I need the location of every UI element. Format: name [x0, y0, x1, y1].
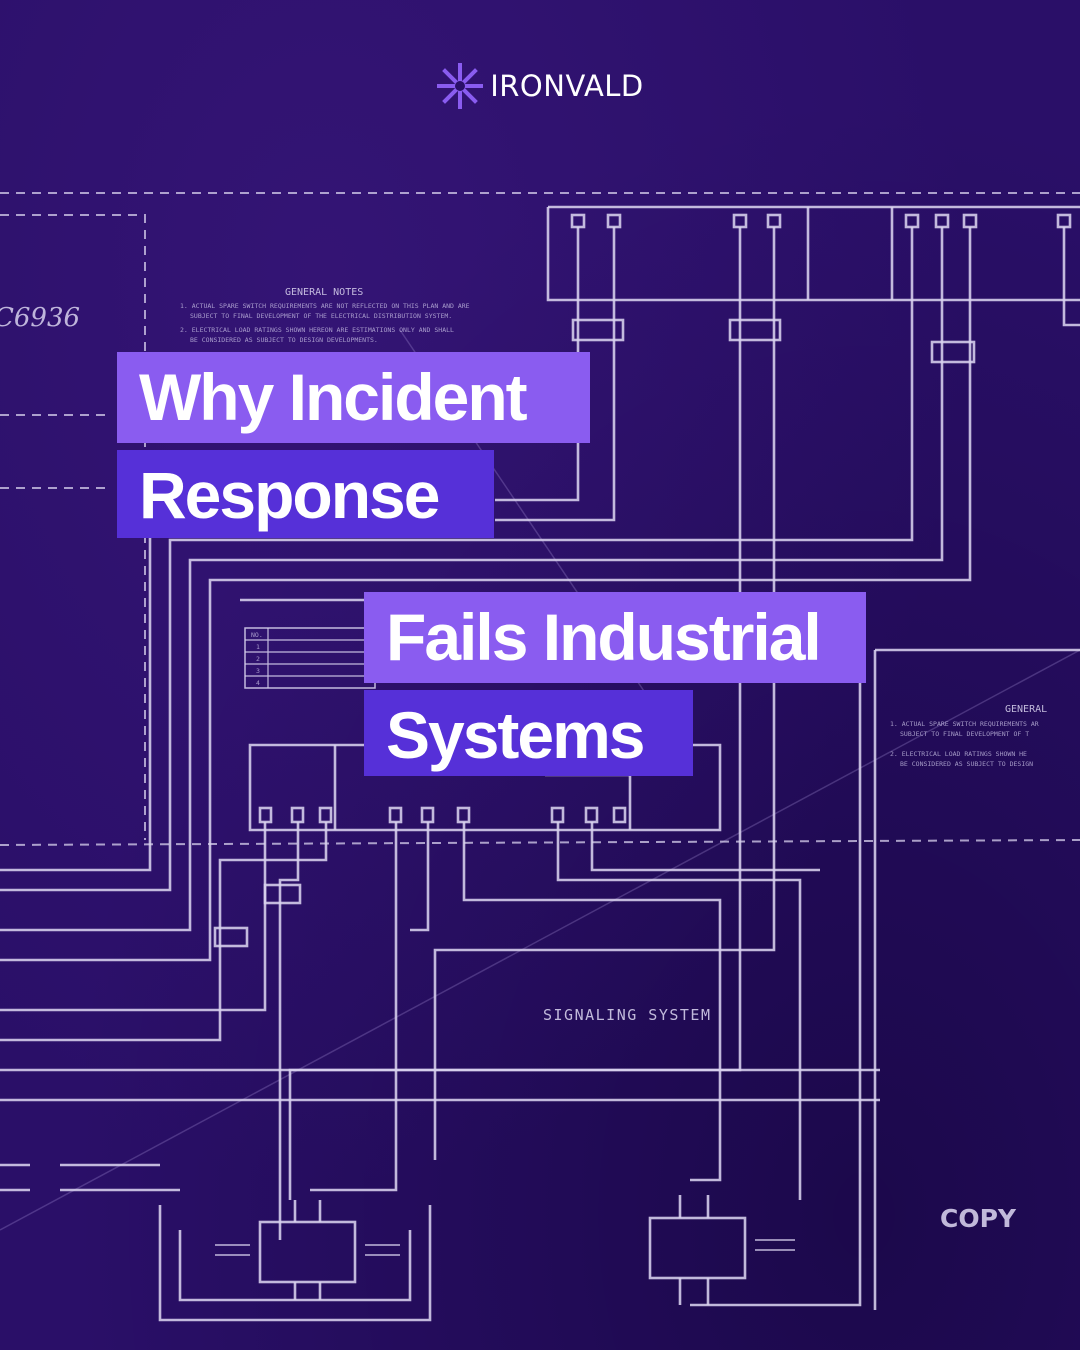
notes-title-right: GENERAL: [1005, 704, 1047, 715]
breaker: [571, 318, 625, 342]
headline-line-3: Fails Industrial: [364, 592, 866, 683]
headline-line-4: Systems: [364, 690, 693, 776]
table-row-number: 4: [256, 679, 260, 687]
feeder-wire: [1062, 227, 1080, 327]
relay-unit: [158, 1200, 432, 1322]
note-line: 2. ELECTRICAL LOAD RATINGS SHOWN HE: [890, 750, 1027, 758]
feeder-wire: [462, 822, 722, 1182]
signaling-label: SIGNALING SYSTEM: [543, 1006, 712, 1024]
breaker: [263, 883, 302, 905]
feeder-wire: [0, 227, 944, 932]
table-row-number: 3: [256, 667, 260, 675]
feeder-wire: [556, 822, 802, 1200]
terminal-group: [258, 806, 627, 824]
note-line: SUBJECT TO FINAL DEVELOPMENT OF T: [900, 730, 1029, 738]
panel-frame: [546, 207, 1080, 302]
note-line: BE CONSIDERED AS SUBJECT TO DESIGN: [900, 760, 1033, 768]
breaker: [728, 318, 782, 342]
table-row-number: 1: [256, 643, 260, 651]
note-line: 1. ACTUAL SPARE SWITCH REQUIREMENTS ARE …: [180, 302, 470, 310]
table-row-number: 2: [256, 655, 260, 663]
feeder-wire: [590, 822, 820, 872]
table-header: NO.: [251, 631, 263, 639]
brand-logo: IRONVALD: [0, 62, 1080, 110]
terminal-group: [570, 213, 1072, 229]
schedule-table: [244, 627, 376, 689]
note-line: 1. ACTUAL SPARE SWITCH REQUIREMENTS AR: [890, 720, 1039, 728]
brand-name: IRONVALD: [490, 69, 644, 103]
note-line: 2. ELECTRICAL LOAD RATINGS SHOWN HEREON …: [180, 326, 454, 334]
feeder-wire: [0, 227, 972, 962]
feeder-wire: [0, 822, 328, 1042]
notes-title: GENERAL NOTES: [285, 287, 363, 298]
fold-crease: [0, 649, 1080, 1231]
feeder-wire: [495, 227, 580, 502]
asterisk-burst-icon: [437, 63, 484, 109]
feeder-wire: [410, 822, 430, 932]
breaker: [930, 340, 976, 364]
copy-stamp: COPY: [940, 1204, 1017, 1233]
dashed-boundary: [0, 839, 1080, 846]
headline-line-2: Response: [117, 450, 494, 538]
note-line: BE CONSIDERED AS SUBJECT TO DESIGN DEVEL…: [190, 336, 378, 344]
feeder-wire: [0, 535, 152, 872]
feeder-wire: [310, 822, 398, 1192]
feeder-wire: [0, 822, 267, 1012]
feeder-wire: [433, 227, 776, 1160]
headline-line-1: Why Incident: [117, 352, 590, 443]
relay-unit: [648, 1195, 795, 1305]
breaker: [213, 926, 249, 948]
feeder-wire: [278, 822, 300, 1240]
note-line: SUBJECT TO FINAL DEVELOPMENT OF THE ELEC…: [190, 312, 452, 320]
drawing-number: C6936: [0, 303, 80, 333]
feeder-wire: [495, 227, 616, 522]
dashed-boundary: [0, 214, 146, 840]
feeder-wire: [0, 227, 914, 892]
